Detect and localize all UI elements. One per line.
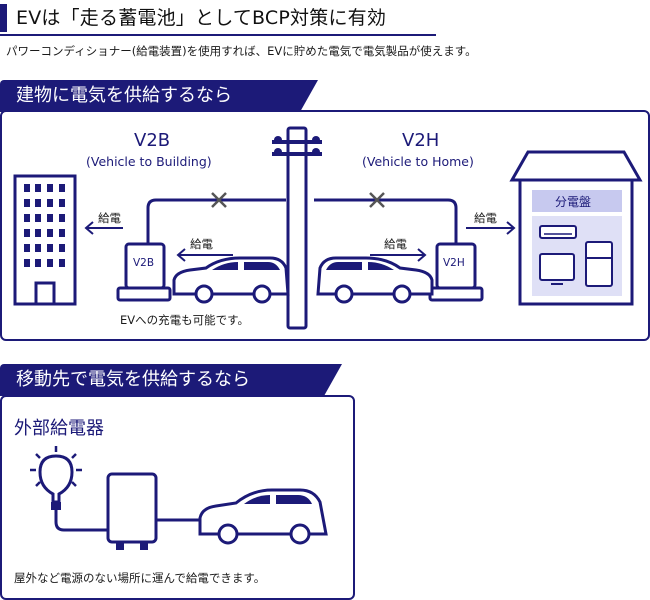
portable-supply-note: 屋外など電源のない場所に運んで給電できます。: [14, 571, 266, 585]
building-supply-tab-label: 建物に電気を供給するなら: [16, 85, 232, 106]
office-building-icon: [13, 174, 77, 306]
supply-label-right-inner: 給電: [384, 237, 407, 251]
mobile-supply-tab-label: 移動先で電気を供給するなら: [16, 369, 250, 390]
v2b-label: V2B: [134, 130, 171, 151]
air-conditioner-icon: [539, 225, 577, 239]
distribution-panel-label: 分電盤: [555, 195, 592, 209]
tab-notch: [324, 364, 342, 396]
intro-text: パワーコンディショナー(給電装置)を使用すれば、EVに貯めた電気で電気製品が使え…: [6, 44, 477, 58]
ev-car-icon: [198, 488, 328, 545]
page-title: EVは「走る蓄電池」としてBCP対策に有効: [16, 7, 387, 29]
light-bulb-icon: [30, 446, 82, 510]
building-supply-tab: 建物に電気を供給するなら: [0, 80, 318, 112]
page-title-bar: EVは「走る蓄電池」としてBCP対策に有効: [0, 0, 436, 36]
v2h-device-icon: [428, 242, 484, 302]
mobile-supply-tab: 移動先で電気を供給するなら: [0, 364, 342, 396]
title-accent: [0, 4, 7, 32]
supply-label-left-inner: 給電: [190, 237, 213, 251]
tab-notch: [300, 80, 318, 112]
v2h-paren: (Vehicle to Home): [362, 154, 474, 169]
supply-label-left-outer: 給電: [98, 211, 121, 225]
refrigerator-icon: [585, 241, 613, 287]
ev-car-left-icon: [172, 256, 290, 304]
v2h-label: V2H: [402, 130, 440, 151]
power-lines: [146, 198, 458, 244]
charge-note: EVへの充電も可能です。: [120, 313, 249, 327]
v2b-paren: (Vehicle to Building): [86, 154, 212, 169]
v2h-device-label: V2H: [443, 257, 465, 269]
tv-icon: [539, 253, 575, 285]
external-power-supplier-icon: [106, 472, 158, 550]
utility-pole-icon: [272, 126, 322, 330]
disconnect-icon: [211, 192, 385, 208]
supply-label-right-outer: 給電: [474, 211, 497, 225]
v2b-device-label: V2B: [133, 257, 155, 269]
supply-arrows: [84, 221, 516, 262]
ev-car-right-icon: [316, 256, 434, 304]
power-cables: [54, 510, 200, 532]
house-icon: [509, 150, 643, 306]
external-supplier-title: 外部給電器: [14, 418, 104, 439]
v2b-device-icon: [116, 242, 172, 302]
